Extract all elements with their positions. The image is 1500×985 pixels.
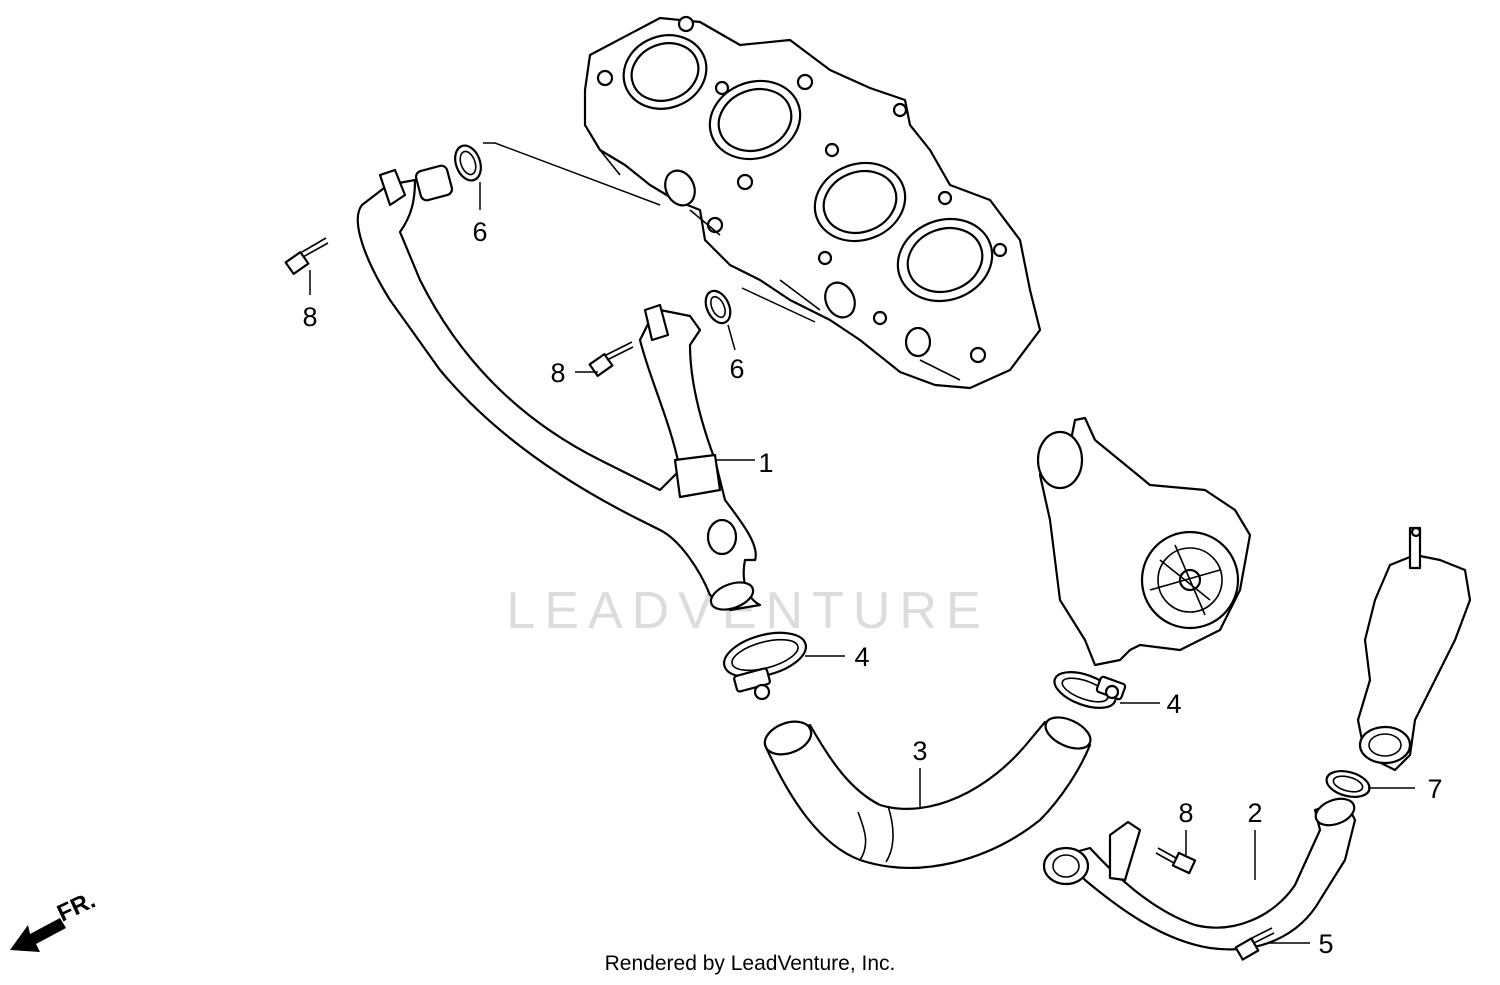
callout-5: 5 <box>1318 929 1333 959</box>
callout-7: 7 <box>1427 774 1442 804</box>
callout-8-middle: 8 <box>550 358 565 388</box>
front-direction-indicator: FR. <box>10 887 100 952</box>
thermostat-housing <box>1356 526 1472 772</box>
bolt-8-upper-left <box>284 237 329 275</box>
footer-credit: Rendered by LeadVenture, Inc. <box>604 952 896 975</box>
bolt-5 <box>1234 927 1275 961</box>
water-hose-3 <box>763 716 1092 869</box>
callout-6-upper: 6 <box>472 217 487 247</box>
front-arrow-icon <box>10 918 66 952</box>
o-ring-6-upper <box>454 144 482 182</box>
water-pipe-1 <box>356 164 762 612</box>
callout-8-lower: 8 <box>1178 798 1193 828</box>
callout-8-upper-left: 8 <box>302 302 317 332</box>
callout-1: 1 <box>758 448 773 478</box>
bolt-8-lower <box>1155 847 1197 875</box>
leader-lines <box>309 142 1415 944</box>
o-ring-7 <box>1325 769 1371 799</box>
water-pump <box>1036 416 1252 667</box>
callout-4-right: 4 <box>1166 689 1181 719</box>
callout-2: 2 <box>1247 798 1262 828</box>
cylinder-block <box>583 15 1042 390</box>
bolt-8-middle <box>588 341 634 377</box>
water-pipe-2 <box>1042 797 1357 951</box>
callout-6-lower: 6 <box>729 354 744 384</box>
o-ring-6-lower <box>704 289 732 325</box>
hose-clamp-4-left <box>723 631 807 701</box>
callout-4-left: 4 <box>854 642 869 672</box>
callout-3: 3 <box>912 736 927 766</box>
hose-clamp-4-right <box>1053 671 1127 709</box>
